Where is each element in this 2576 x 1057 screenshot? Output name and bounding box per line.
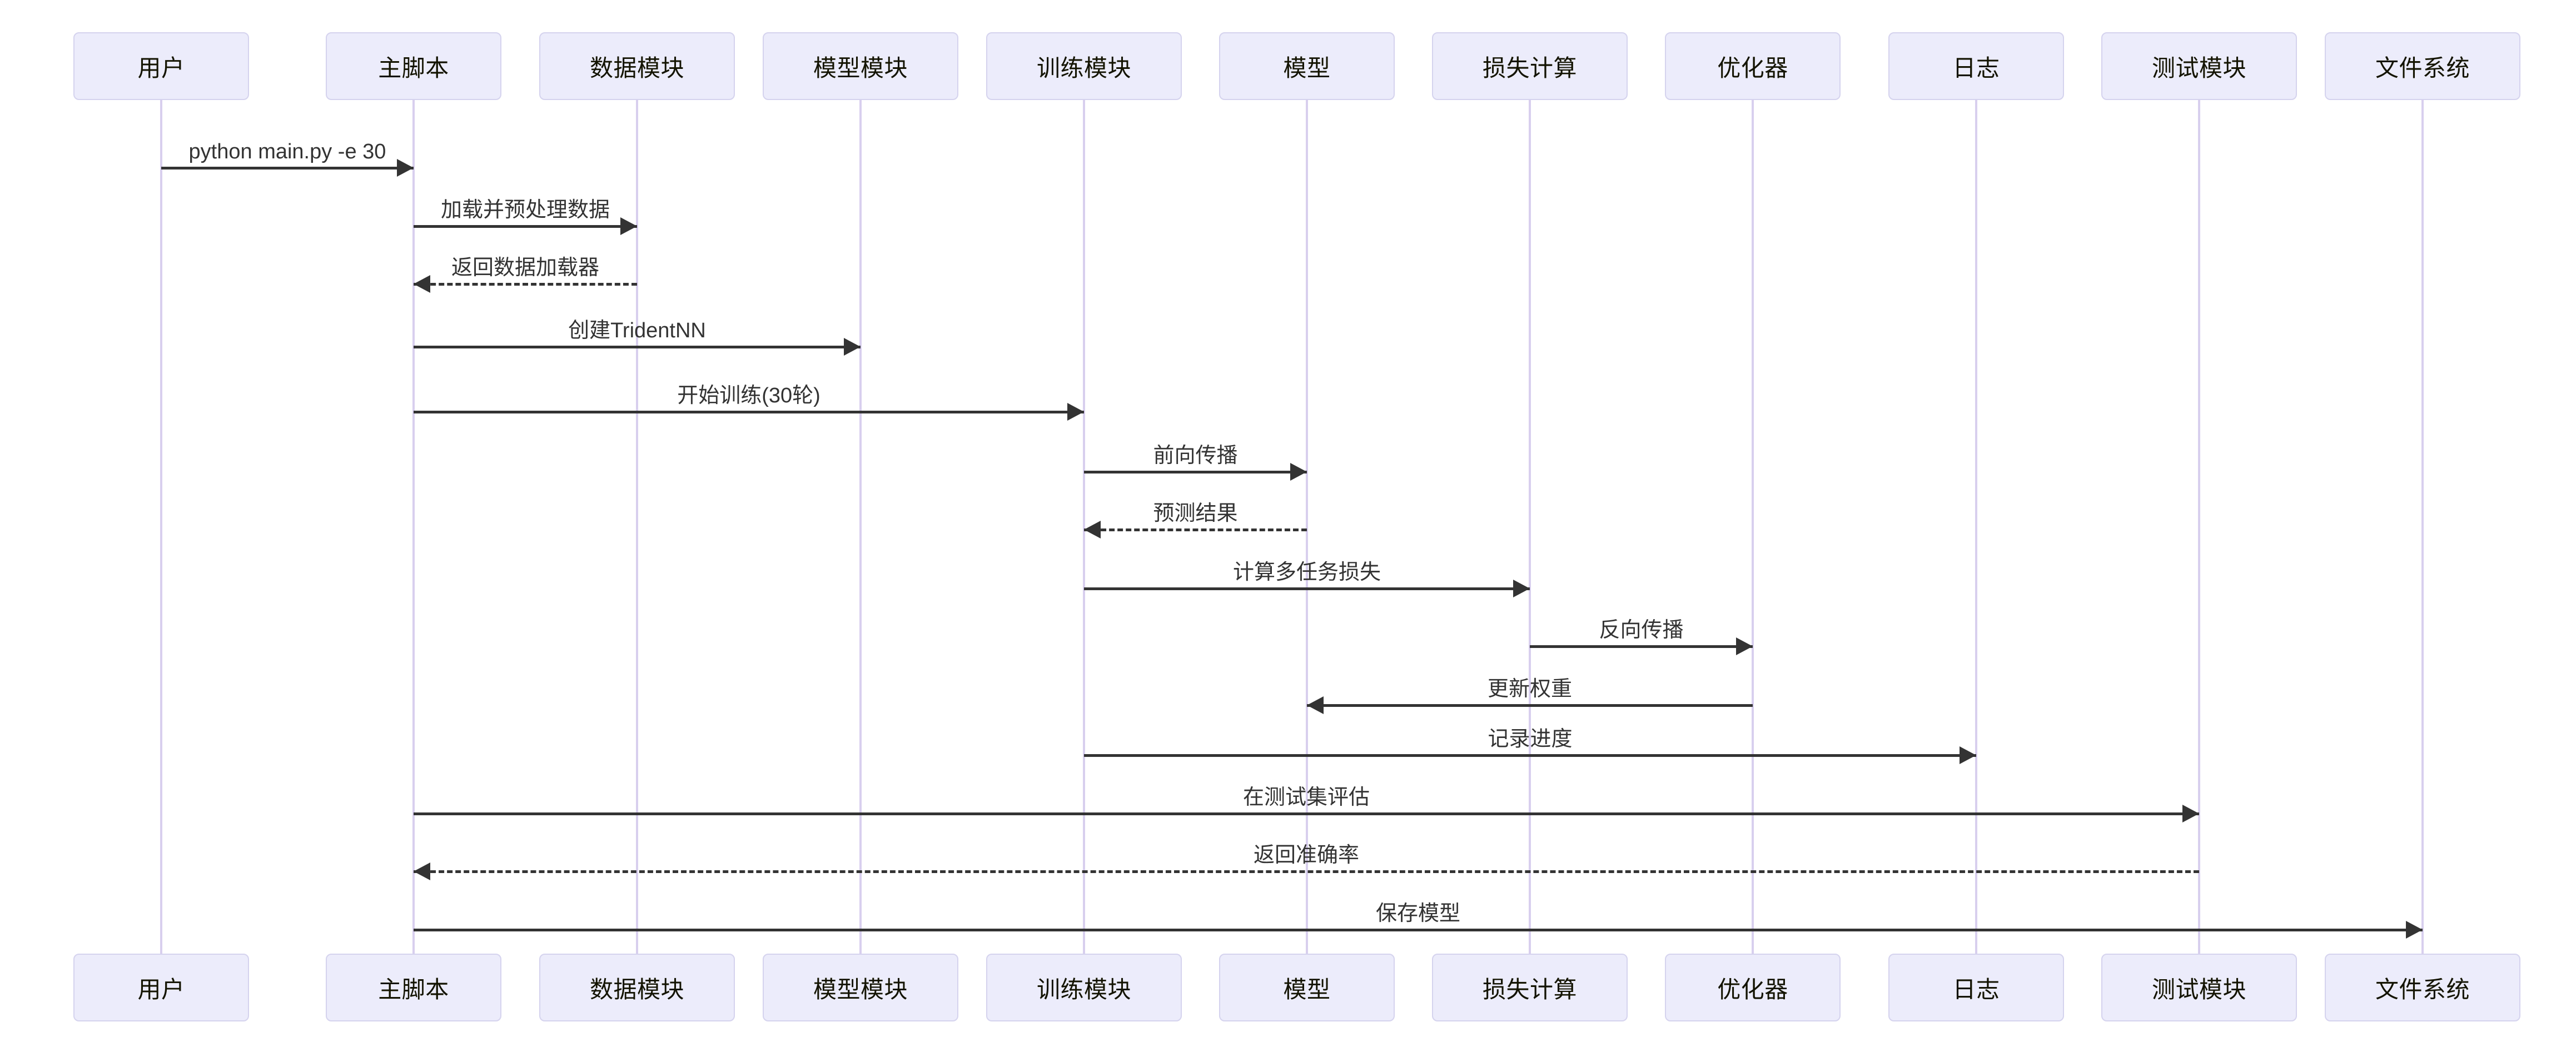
arrow-head-right-10 <box>1960 746 1976 764</box>
arrow-head-right-8 <box>1736 637 1753 655</box>
message-label-9: 更新权重 <box>1487 677 1572 701</box>
message-line-9 <box>1307 704 1753 707</box>
participant-testmod-top[interactable]: 测试模块 <box>2101 32 2297 100</box>
participant-label: 数据模块 <box>589 976 684 1003</box>
arrow-head-left-12 <box>414 862 430 880</box>
participant-label: 文件系统 <box>2375 54 2470 81</box>
lifeline-data <box>636 100 638 954</box>
lifeline-modelmod <box>859 100 862 954</box>
arrow-head-right-13 <box>2406 921 2423 939</box>
participant-label: 训练模块 <box>1036 54 1131 81</box>
participant-optimizer-top[interactable]: 优化器 <box>1665 32 1841 100</box>
arrow-head-right-0 <box>397 159 414 177</box>
participant-modelmod-top[interactable]: 模型模块 <box>763 32 958 100</box>
lifeline-optimizer <box>1752 100 1754 954</box>
participant-label: 主脚本 <box>378 54 449 81</box>
arrow-head-right-7 <box>1513 580 1530 597</box>
participant-logger-bottom[interactable]: 日志 <box>1888 954 2064 1021</box>
participant-model-top[interactable]: 模型 <box>1219 32 1395 100</box>
participant-user-top[interactable]: 用户 <box>73 32 249 100</box>
message-label-3: 创建TridentNN <box>568 319 706 342</box>
message-label-2: 返回数据加载器 <box>451 256 599 280</box>
participant-label: 模型 <box>1283 976 1331 1003</box>
participant-filesys-top[interactable]: 文件系统 <box>2325 32 2520 100</box>
arrow-head-left-6 <box>1084 521 1101 539</box>
participant-data-top[interactable]: 数据模块 <box>539 32 735 100</box>
message-line-12 <box>414 870 2199 873</box>
message-line-5 <box>1084 471 1307 473</box>
message-line-4 <box>414 411 1084 413</box>
participant-modelmod-bottom[interactable]: 模型模块 <box>763 954 958 1021</box>
participant-label: 模型模块 <box>813 54 908 81</box>
message-line-7 <box>1084 587 1530 590</box>
participant-label: 文件系统 <box>2375 976 2470 1003</box>
participant-label: 优化器 <box>1717 54 1788 81</box>
arrow-head-right-11 <box>2182 805 2199 822</box>
participant-label: 数据模块 <box>589 54 684 81</box>
participant-label: 日志 <box>1952 976 2000 1003</box>
arrow-head-right-4 <box>1067 403 1084 421</box>
message-label-7: 计算多任务损失 <box>1232 561 1381 584</box>
participant-label: 用户 <box>137 976 185 1003</box>
message-label-0: python main.py -e 30 <box>188 140 386 163</box>
message-label-8: 反向传播 <box>1599 619 1684 642</box>
participant-data-bottom[interactable]: 数据模块 <box>539 954 735 1021</box>
participant-testmod-bottom[interactable]: 测试模块 <box>2101 954 2297 1021</box>
arrow-head-left-9 <box>1307 696 1324 714</box>
message-line-0 <box>161 167 414 169</box>
arrow-head-right-5 <box>1290 463 1307 481</box>
message-line-11 <box>414 812 2199 815</box>
message-line-10 <box>1084 754 1976 757</box>
message-line-3 <box>414 346 861 348</box>
participant-label: 测试模块 <box>2151 976 2246 1003</box>
participant-main-bottom[interactable]: 主脚本 <box>326 954 501 1021</box>
message-label-13: 保存模型 <box>1375 902 1460 925</box>
participant-trainmod-bottom[interactable]: 训练模块 <box>986 954 1182 1021</box>
participant-label: 损失计算 <box>1482 54 1577 81</box>
participant-label: 用户 <box>137 54 185 81</box>
participant-label: 模型 <box>1283 54 1331 81</box>
lifeline-user <box>160 100 162 954</box>
lifeline-main <box>412 100 415 954</box>
participant-label: 主脚本 <box>378 976 449 1003</box>
lifeline-logger <box>1975 100 1977 954</box>
message-line-1 <box>414 225 637 228</box>
message-label-6: 预测结果 <box>1153 502 1238 525</box>
message-line-13 <box>414 929 2423 931</box>
participant-optimizer-bottom[interactable]: 优化器 <box>1665 954 1841 1021</box>
lifeline-testmod <box>2198 100 2200 954</box>
message-line-2 <box>414 283 637 286</box>
participant-user-bottom[interactable]: 用户 <box>73 954 249 1021</box>
arrow-head-left-2 <box>414 275 430 293</box>
message-label-4: 开始训练(30轮) <box>677 384 820 407</box>
participant-loss-bottom[interactable]: 损失计算 <box>1432 954 1628 1021</box>
message-label-11: 在测试集评估 <box>1242 786 1370 809</box>
lifeline-filesys <box>2421 100 2424 954</box>
message-line-8 <box>1530 645 1753 648</box>
participant-main-top[interactable]: 主脚本 <box>326 32 501 100</box>
lifeline-loss <box>1529 100 1531 954</box>
message-label-12: 返回准确率 <box>1253 844 1359 867</box>
arrow-head-right-3 <box>844 338 861 356</box>
participant-label: 模型模块 <box>813 976 908 1003</box>
lifeline-model <box>1306 100 1308 954</box>
participant-logger-top[interactable]: 日志 <box>1888 32 2064 100</box>
message-label-5: 前向传播 <box>1153 444 1238 467</box>
participant-label: 训练模块 <box>1036 976 1131 1003</box>
participant-loss-top[interactable]: 损失计算 <box>1432 32 1628 100</box>
message-label-1: 加载并预处理数据 <box>440 198 610 222</box>
participant-label: 日志 <box>1952 54 2000 81</box>
message-line-6 <box>1084 528 1307 531</box>
arrow-head-right-1 <box>620 217 637 235</box>
participant-model-bottom[interactable]: 模型 <box>1219 954 1395 1021</box>
participant-label: 优化器 <box>1717 976 1788 1003</box>
participant-filesys-bottom[interactable]: 文件系统 <box>2325 954 2520 1021</box>
participant-label: 测试模块 <box>2151 54 2246 81</box>
participant-label: 损失计算 <box>1482 976 1577 1003</box>
message-label-10: 记录进度 <box>1488 727 1573 751</box>
participant-trainmod-top[interactable]: 训练模块 <box>986 32 1182 100</box>
